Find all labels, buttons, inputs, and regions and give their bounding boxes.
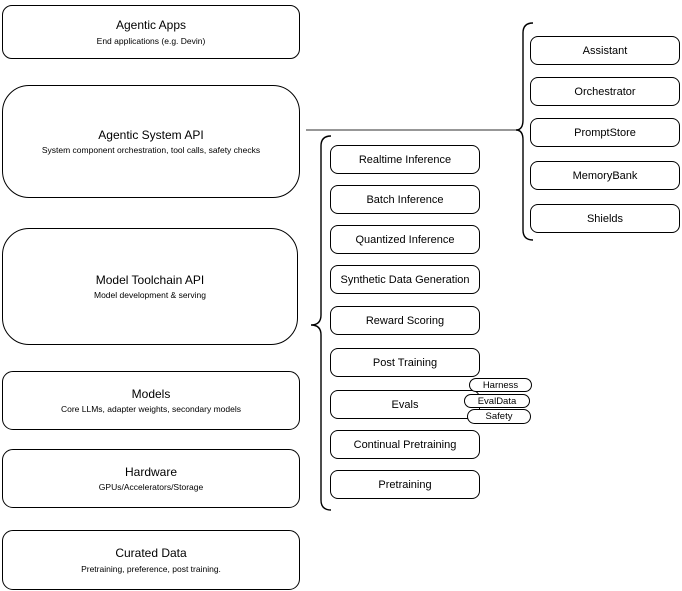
node-title: Curated Data: [115, 546, 187, 561]
node-models: Models Core LLMs, adapter weights, secon…: [2, 371, 300, 430]
node-quantized-inference: Quantized Inference: [330, 225, 480, 254]
node-evals-tag-evaldata: EvalData: [464, 394, 530, 408]
tag-label: Harness: [482, 379, 519, 391]
node-evals: Evals: [330, 390, 480, 419]
node-label: MemoryBank: [572, 169, 638, 182]
node-label: Evals: [391, 398, 419, 411]
node-promptstore: PromptStore: [530, 118, 680, 147]
node-label: Post Training: [372, 356, 438, 369]
node-subtitle: GPUs/Accelerators/Storage: [98, 482, 204, 493]
node-subtitle: End applications (e.g. Devin): [96, 35, 206, 46]
node-label: Batch Inference: [366, 193, 444, 206]
tag-label: Safety: [485, 411, 513, 422]
node-label: Shields: [586, 212, 624, 225]
node-label: Pretraining: [378, 478, 432, 491]
node-assistant: Assistant: [530, 36, 680, 65]
node-title: Hardware: [124, 464, 178, 479]
tag-label: EvalData: [477, 395, 517, 407]
node-orchestrator: Orchestrator: [530, 77, 680, 106]
node-evals-tag-safety: Safety: [467, 409, 531, 424]
node-hardware: Hardware GPUs/Accelerators/Storage: [2, 449, 300, 508]
node-subtitle: Pretraining, preference, post training.: [81, 563, 221, 574]
node-label: Synthetic Data Generation: [340, 273, 470, 286]
node-subtitle: Model development & serving: [94, 290, 206, 301]
node-batch-inference: Batch Inference: [330, 185, 480, 214]
node-agentic-apps: Agentic Apps End applications (e.g. Devi…: [2, 5, 300, 59]
node-label: Orchestrator: [574, 85, 636, 98]
node-reward-scoring: Reward Scoring: [330, 306, 480, 335]
node-post-training: Post Training: [330, 348, 480, 377]
node-evals-tag-harness: Harness: [469, 378, 532, 392]
node-title: Model Toolchain API: [95, 272, 205, 287]
node-label: Continual Pretraining: [353, 438, 457, 451]
node-label: PromptStore: [574, 126, 636, 139]
node-label: Reward Scoring: [365, 314, 445, 327]
node-label: Realtime Inference: [358, 153, 452, 166]
node-continual-pretraining: Continual Pretraining: [330, 430, 480, 459]
toolchain-brace: [310, 135, 332, 511]
node-label: Assistant: [582, 44, 628, 57]
node-title: Agentic Apps: [115, 18, 187, 33]
node-title: Agentic System API: [98, 127, 204, 142]
node-synthetic-data-generation: Synthetic Data Generation: [330, 265, 480, 294]
node-memorybank: MemoryBank: [530, 161, 680, 190]
node-curated-data: Curated Data Pretraining, preference, po…: [2, 530, 300, 590]
node-pretraining: Pretraining: [330, 470, 480, 499]
node-agentic-system-api: Agentic System API System component orch…: [2, 85, 300, 198]
node-shields: Shields: [530, 204, 680, 233]
node-label: Quantized Inference: [355, 233, 455, 246]
node-subtitle: System component orchestration, tool cal…: [41, 145, 261, 156]
node-realtime-inference: Realtime Inference: [330, 145, 480, 174]
node-model-toolchain-api: Model Toolchain API Model development & …: [2, 228, 298, 345]
node-title: Models: [131, 386, 171, 401]
node-subtitle: Core LLMs, adapter weights, secondary mo…: [60, 404, 241, 415]
system-components-brace: [515, 22, 534, 241]
